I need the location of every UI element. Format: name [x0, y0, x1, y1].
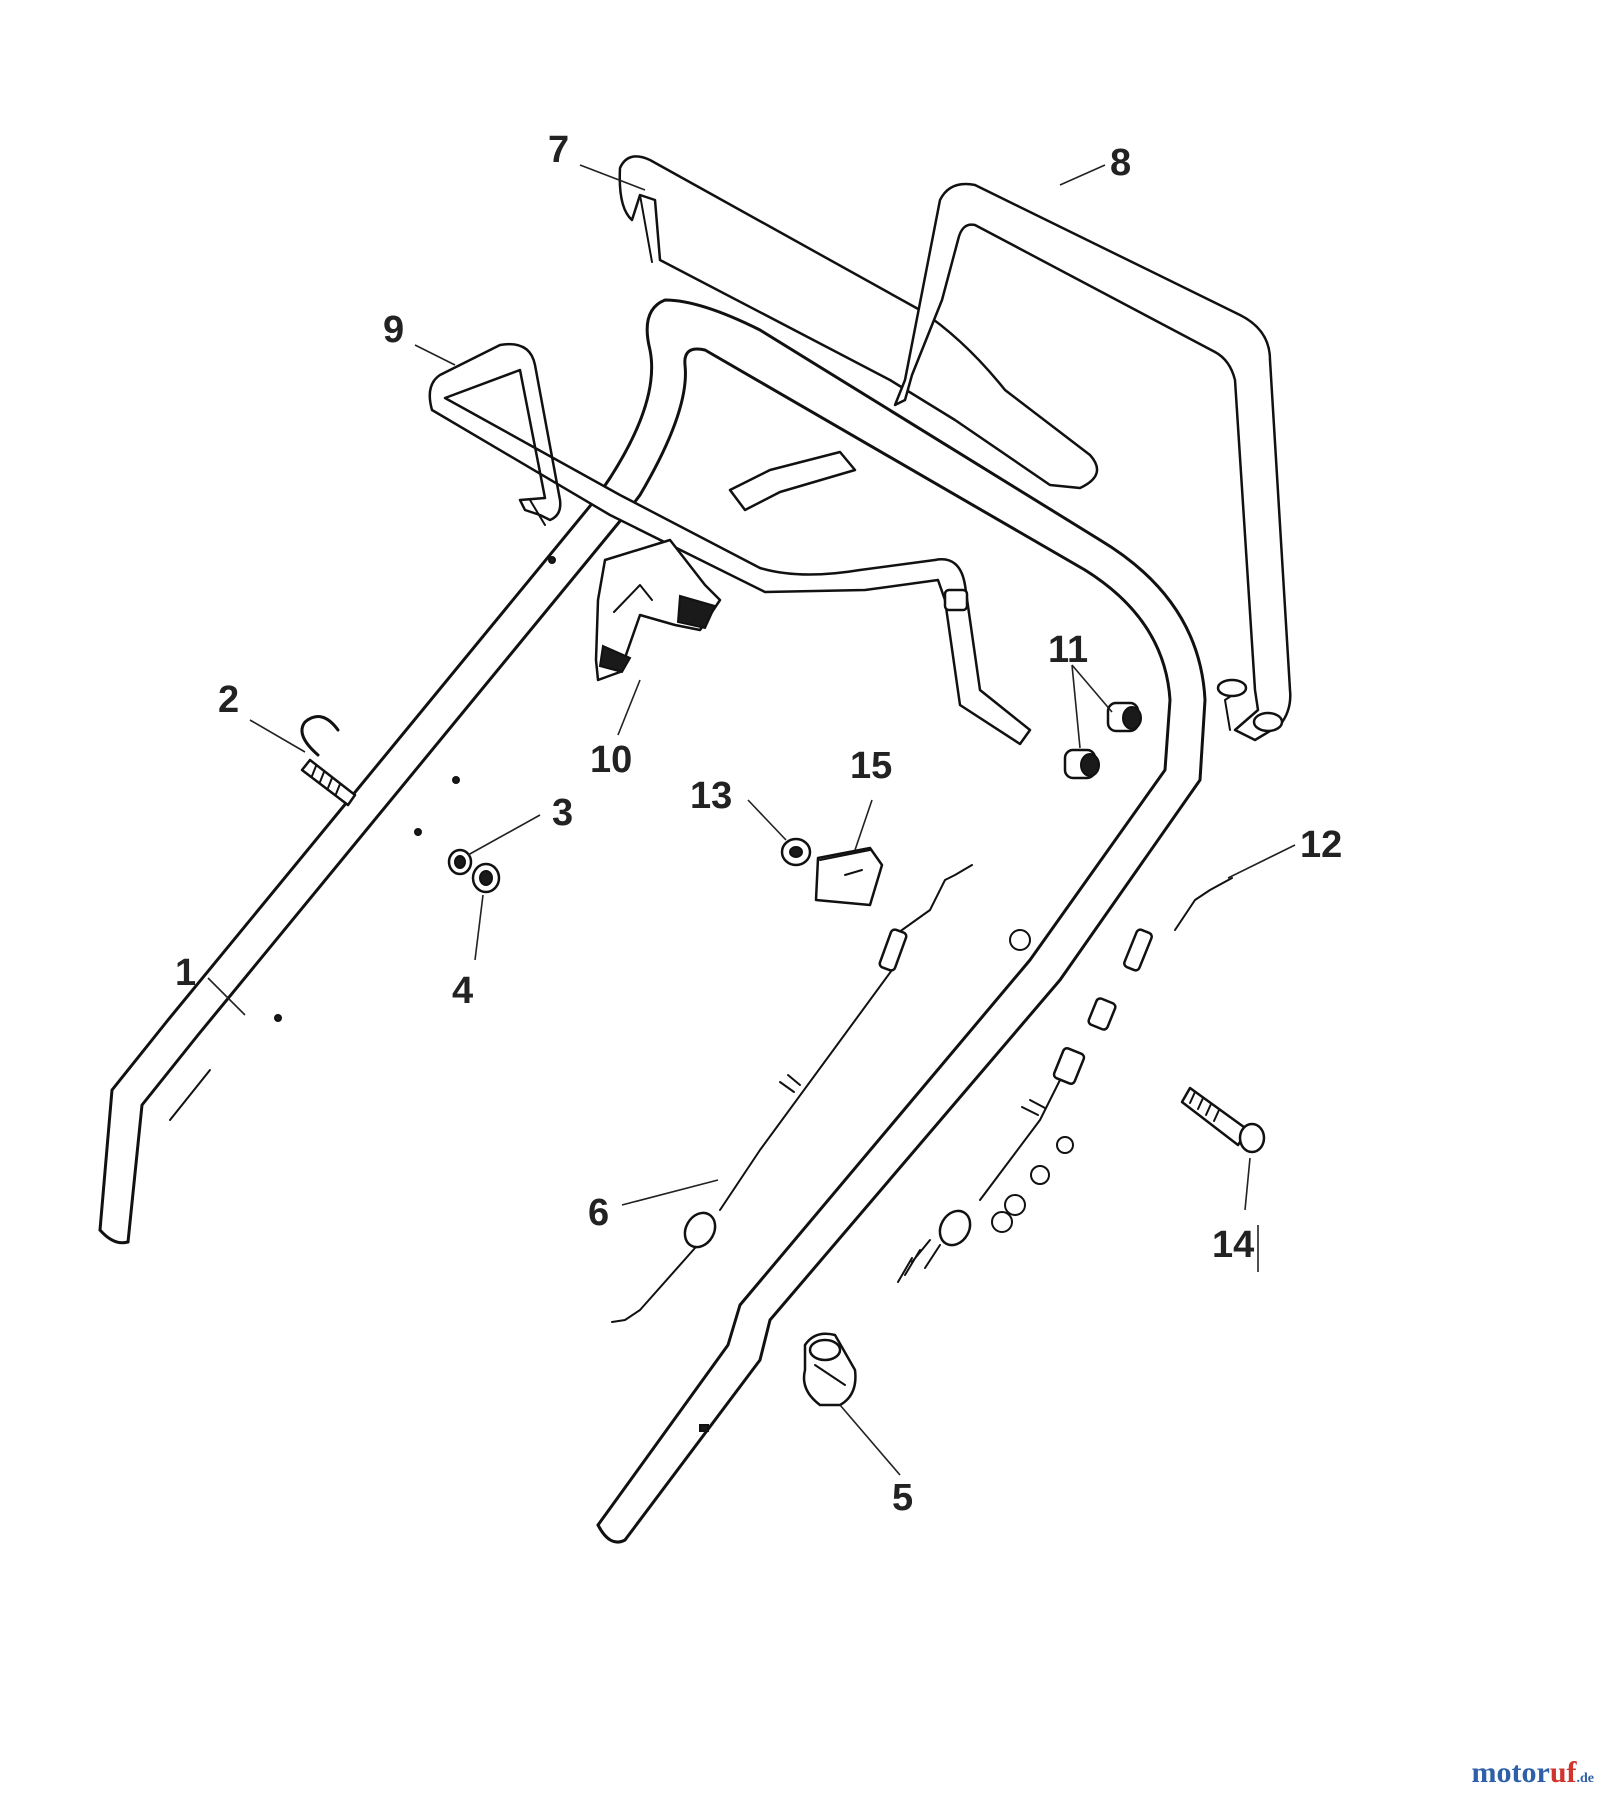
callout-9: 9 — [383, 309, 404, 351]
part-2-eye-bolt — [300, 715, 357, 807]
part-5-cable-clip — [802, 1332, 857, 1407]
callout-5: 5 — [892, 1477, 913, 1519]
callout-8: 8 — [1110, 142, 1131, 184]
callout-labels: 1 2 3 4 5 6 7 8 9 10 11 12 13 14 15 — [175, 129, 1342, 1519]
callout-11: 11 — [1048, 629, 1088, 671]
part-3-washer — [447, 848, 473, 876]
callout-1: 1 — [175, 952, 196, 994]
part-11-grommets — [1063, 701, 1142, 780]
callout-2: 2 — [218, 679, 239, 721]
part-7-top-grip — [618, 155, 1099, 490]
callout-3: 3 — [552, 792, 573, 834]
part-14-screw — [1180, 1086, 1266, 1154]
watermark-brand-accent: uf — [1549, 1756, 1577, 1789]
part-15-clamp-block — [814, 846, 884, 907]
part-4-nut — [471, 862, 501, 894]
upper-handle-bar — [596, 298, 1207, 1544]
part-12-cable-right — [897, 877, 1233, 1283]
callout-4: 4 — [452, 970, 473, 1012]
watermark-logo: motoruf.de — [1472, 1756, 1594, 1790]
callout-15: 15 — [850, 745, 892, 787]
callout-14: 14 — [1212, 1224, 1254, 1266]
part-1-lower-handle-left — [98, 476, 642, 1245]
callout-12: 12 — [1300, 824, 1342, 866]
part-10-bracket — [594, 538, 722, 682]
part-6-cable-left — [611, 864, 973, 1323]
part-13-nut — [780, 837, 812, 867]
callout-6: 6 — [588, 1192, 609, 1234]
callout-13: 13 — [690, 775, 732, 817]
part-9-bail-left — [428, 342, 1032, 746]
watermark-brand-tld: .de — [1576, 1771, 1595, 1786]
watermark-brand-main: motor — [1471, 1756, 1550, 1789]
leader-lines — [207, 164, 1296, 1476]
callout-10: 10 — [590, 739, 632, 781]
callout-7: 7 — [548, 129, 569, 171]
part-8-bail-right — [893, 182, 1292, 742]
part-14-washers — [991, 1136, 1074, 1233]
